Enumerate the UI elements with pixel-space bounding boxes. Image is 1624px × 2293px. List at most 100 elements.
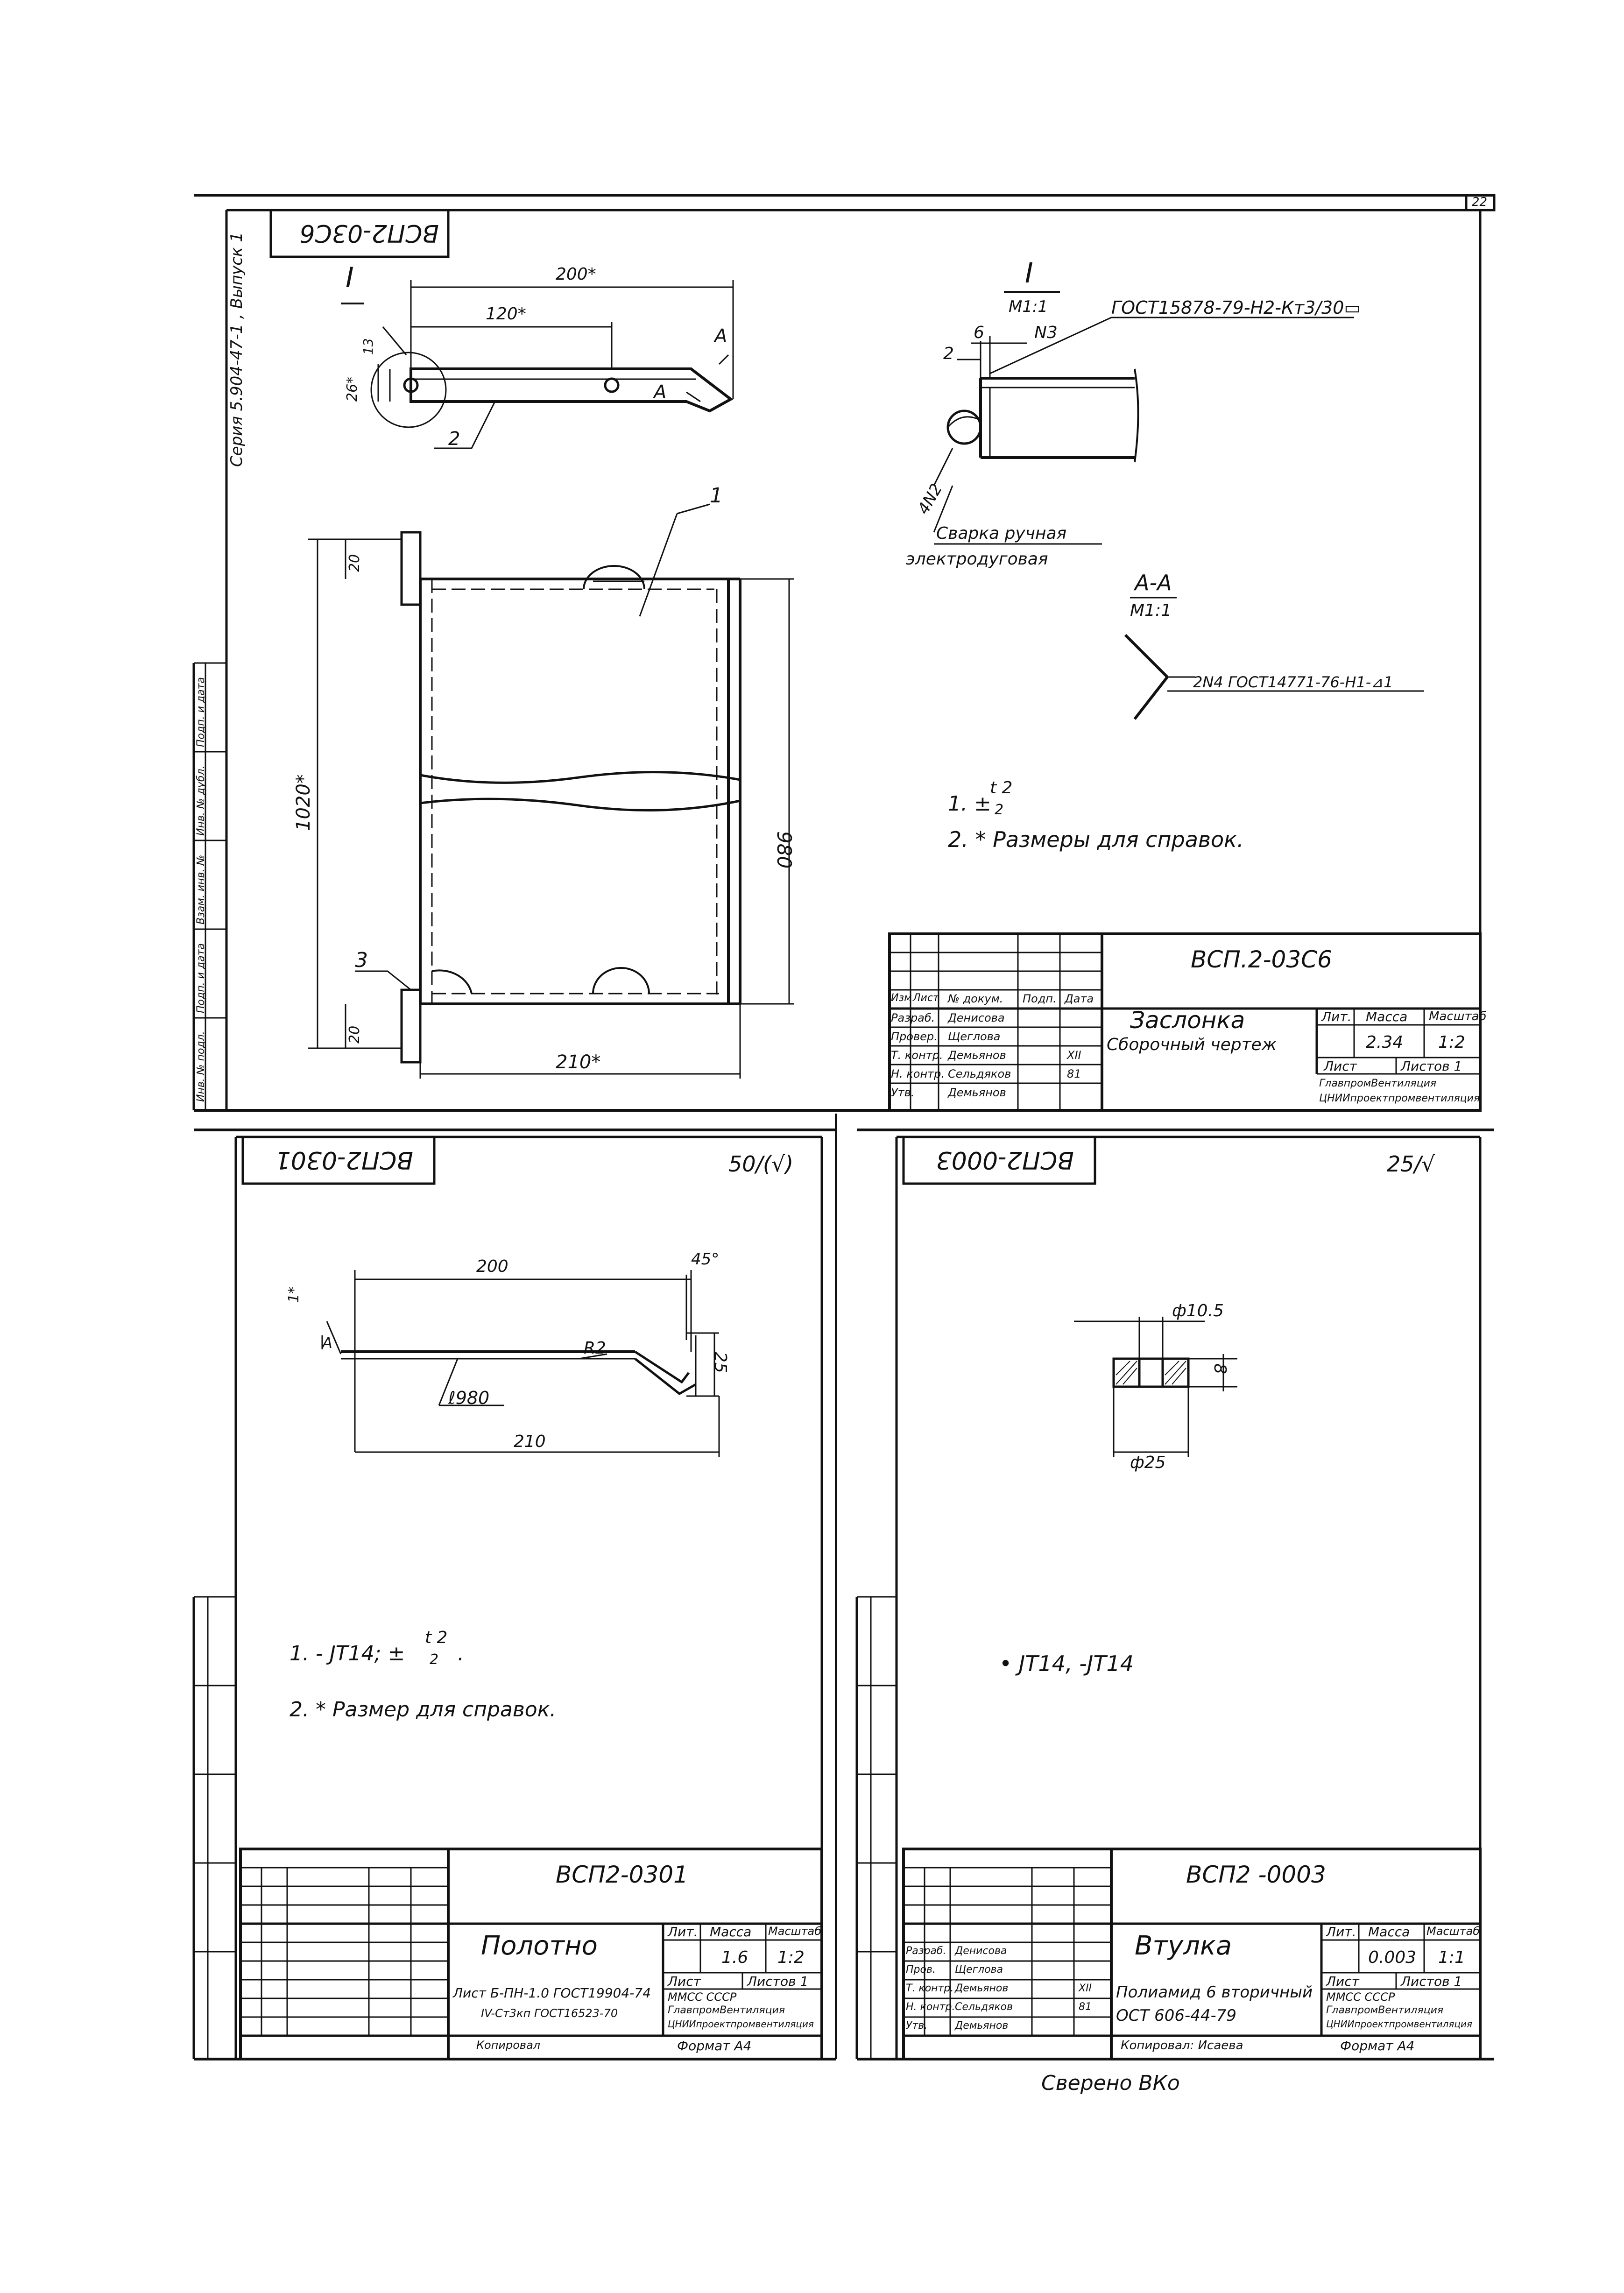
tb1-role-3: Т. контр. [891, 1049, 943, 1062]
sheet1-view-mark: I [346, 261, 354, 294]
tb3-name-5: Демьянов [955, 2020, 1009, 2032]
tb3-role-1: Разраб. [906, 1945, 946, 1957]
tb1-col-list: Лист [913, 992, 939, 1004]
tb3-name-2: Щеглова [955, 1964, 1003, 1976]
sheet3-d105: ф10.5 [1172, 1301, 1224, 1320]
sheet2-dim-1: 1* [286, 1286, 302, 1303]
sheet1-org-1: ГлавпромВентиляция [1319, 1078, 1437, 1089]
tb1-role-5: Утв. [891, 1086, 915, 1099]
sheet1-note-2: 2. * Размеры для справок. [948, 827, 1244, 852]
sheet3-part-name: Втулка [1135, 1931, 1232, 1961]
sheet3-sheets-label: Листов 1 [1401, 1974, 1462, 1989]
sheet3-stamp: ВСП2-0003 [936, 1146, 1074, 1174]
sheet1-note-1-top: t 2 [990, 778, 1013, 797]
sheet3-material-2: ОСТ 606-44-79 [1116, 2006, 1237, 2025]
weld-spec: ГОСТ15878-79-Н2-Кт3/30▭ [1111, 297, 1361, 318]
sheet2-part-name: Полотно [481, 1931, 598, 1961]
sheet2-copied: Копировал [476, 2039, 541, 2052]
sheet2-org-3: ЦНИИпроектпромвентиляция [668, 2018, 814, 2030]
sheet2-dim-210: 210 [514, 1432, 546, 1451]
sheet2-sheet-label: Лист [668, 1974, 701, 1989]
sheet2-material-2: IV-Ст3кп ГОСТ16523-70 [481, 2007, 618, 2020]
tb3-name-1: Денисова [955, 1945, 1007, 1957]
detail-title: I [1025, 257, 1033, 289]
section-aa: А-А [1135, 570, 1172, 595]
dim-210: 210* [556, 1051, 601, 1073]
section-mark-a-2: А [654, 381, 667, 403]
tb1-name-1: Денисова [948, 1011, 1005, 1024]
sheet1-lit-label: Лит. [1321, 1009, 1352, 1024]
sheet3-sheet-label: Лист [1326, 1974, 1359, 1989]
sheet1-doc-code: ВСП.2-03С6 [1191, 946, 1332, 973]
tb1-name-4: Сельдяков [948, 1067, 1011, 1080]
position-2: 2 [448, 428, 460, 450]
tb1-role-4: Н. контр. [891, 1067, 945, 1080]
dim-2: 2 [943, 344, 954, 363]
sheet1-note-1-prefix: 1. ± [948, 792, 991, 816]
weld-note-1: Сварка ручная [936, 524, 1067, 543]
sheet2-note-1-top: t 2 [425, 1628, 448, 1647]
tb1-col-izm: Изм [891, 992, 912, 1004]
sheet3-d25: ф25 [1130, 1453, 1166, 1472]
sheet3-material-1: Полиамид 6 вторичный [1116, 1983, 1313, 2002]
sheet2-roughness: 50/(√) [728, 1151, 794, 1177]
tb1-name-2: Щеглова [948, 1030, 1001, 1043]
sheet2-dim-200: 200 [476, 1257, 508, 1276]
weld-note-2: электродуговая [906, 550, 1048, 569]
dim-13: 13 [360, 338, 376, 355]
detail-scale: М1:1 [1009, 297, 1048, 316]
dim-6: 6 [974, 323, 984, 342]
tb3-role-3: Т. контр. [906, 1983, 954, 1994]
sheet3-format: Формат А4 [1340, 2038, 1415, 2053]
sheet2-mass: 1.6 [721, 1948, 748, 1967]
sheet3-org-3: ЦНИИпроектпромвентиляция [1326, 2018, 1472, 2030]
tb1-role-1: Разраб. [891, 1011, 935, 1024]
sheet2-sheets-label: Листов 1 [747, 1974, 809, 1989]
tb1-col-doc: № докум. [948, 992, 1003, 1005]
sheet2-l980: ℓ980 [448, 1388, 490, 1408]
sheet1-note-1-bottom: 2 [995, 802, 1004, 818]
sheet2-section-a: А [322, 1334, 332, 1352]
tb3-date-3: XII [1079, 1983, 1092, 1994]
sheet2-org-1: ММСС СССР [668, 1990, 737, 2004]
sheet3-scale-label: Масштаб [1426, 1925, 1480, 1938]
sheet3-org-2: ГлавпромВентиляция [1326, 2004, 1444, 2016]
sheet1-sheets-label: Листов 1 [1401, 1058, 1462, 1074]
sheet2-note-2: 2. * Размер для справок. [289, 1698, 557, 1722]
sheet2-note-1-bottom: 2 [430, 1651, 439, 1668]
position-1: 1 [710, 484, 723, 508]
strip-label-5: Инв. № подл. [195, 1031, 207, 1102]
tb1-name-5: Демьянов [948, 1086, 1006, 1099]
tb3-name-3: Демьянов [955, 1983, 1009, 1994]
sheet1-scale: 1:2 [1438, 1033, 1465, 1052]
strip-label-1: Подп. и дата [195, 677, 207, 747]
series-label: Серия 5.904-47-1 , Выпуск 1 [227, 232, 246, 467]
strip-label-4: Подп. и дата [195, 943, 207, 1013]
sheet1-stamp: ВСП2-03С6 [299, 219, 439, 247]
tb3-role-5: Утв. [906, 2020, 928, 2032]
tb1-date-4: 81 [1067, 1067, 1081, 1080]
sheet2-scale: 1:2 [777, 1948, 805, 1967]
sheet2-org-2: ГлавпромВентиляция [668, 2004, 785, 2016]
sheet2-stamp: ВСП2-0301 [275, 1146, 413, 1174]
tb3-date-4: 81 [1079, 2001, 1092, 2013]
sheet1-part-name: Заслонка [1130, 1007, 1245, 1034]
dim-120: 120* [486, 304, 526, 324]
sheet2-dim-45: 45° [691, 1250, 720, 1269]
sheet2-material-1: Лист Б-ПН-1.0 ГОСТ19904-74 [453, 1985, 651, 2001]
section-aa-scale: М1:1 [1130, 601, 1172, 620]
sheet2-lit-label: Лит. [668, 1924, 698, 1940]
sheet2-note-1-prefix: 1. - JT14; ± [289, 1642, 405, 1665]
tb1-role-2: Провер. [891, 1030, 938, 1043]
sheet3-dim-8: 8 [1210, 1363, 1229, 1374]
sheet1-scale-label: Масштаб [1429, 1009, 1487, 1023]
section-mark-a: А [714, 325, 727, 347]
sheet3-org-1: ММСС СССР [1326, 1990, 1395, 2004]
tb1-name-3: Демьянов [948, 1049, 1006, 1062]
dim-1020: 1020* [293, 774, 314, 831]
sheet2-format: Формат А4 [677, 2038, 752, 2053]
sheet1-doc-type: Сборочный чертеж [1107, 1035, 1277, 1054]
n3: N3 [1034, 323, 1058, 342]
sheet3-lit-label: Лит. [1326, 1924, 1356, 1940]
